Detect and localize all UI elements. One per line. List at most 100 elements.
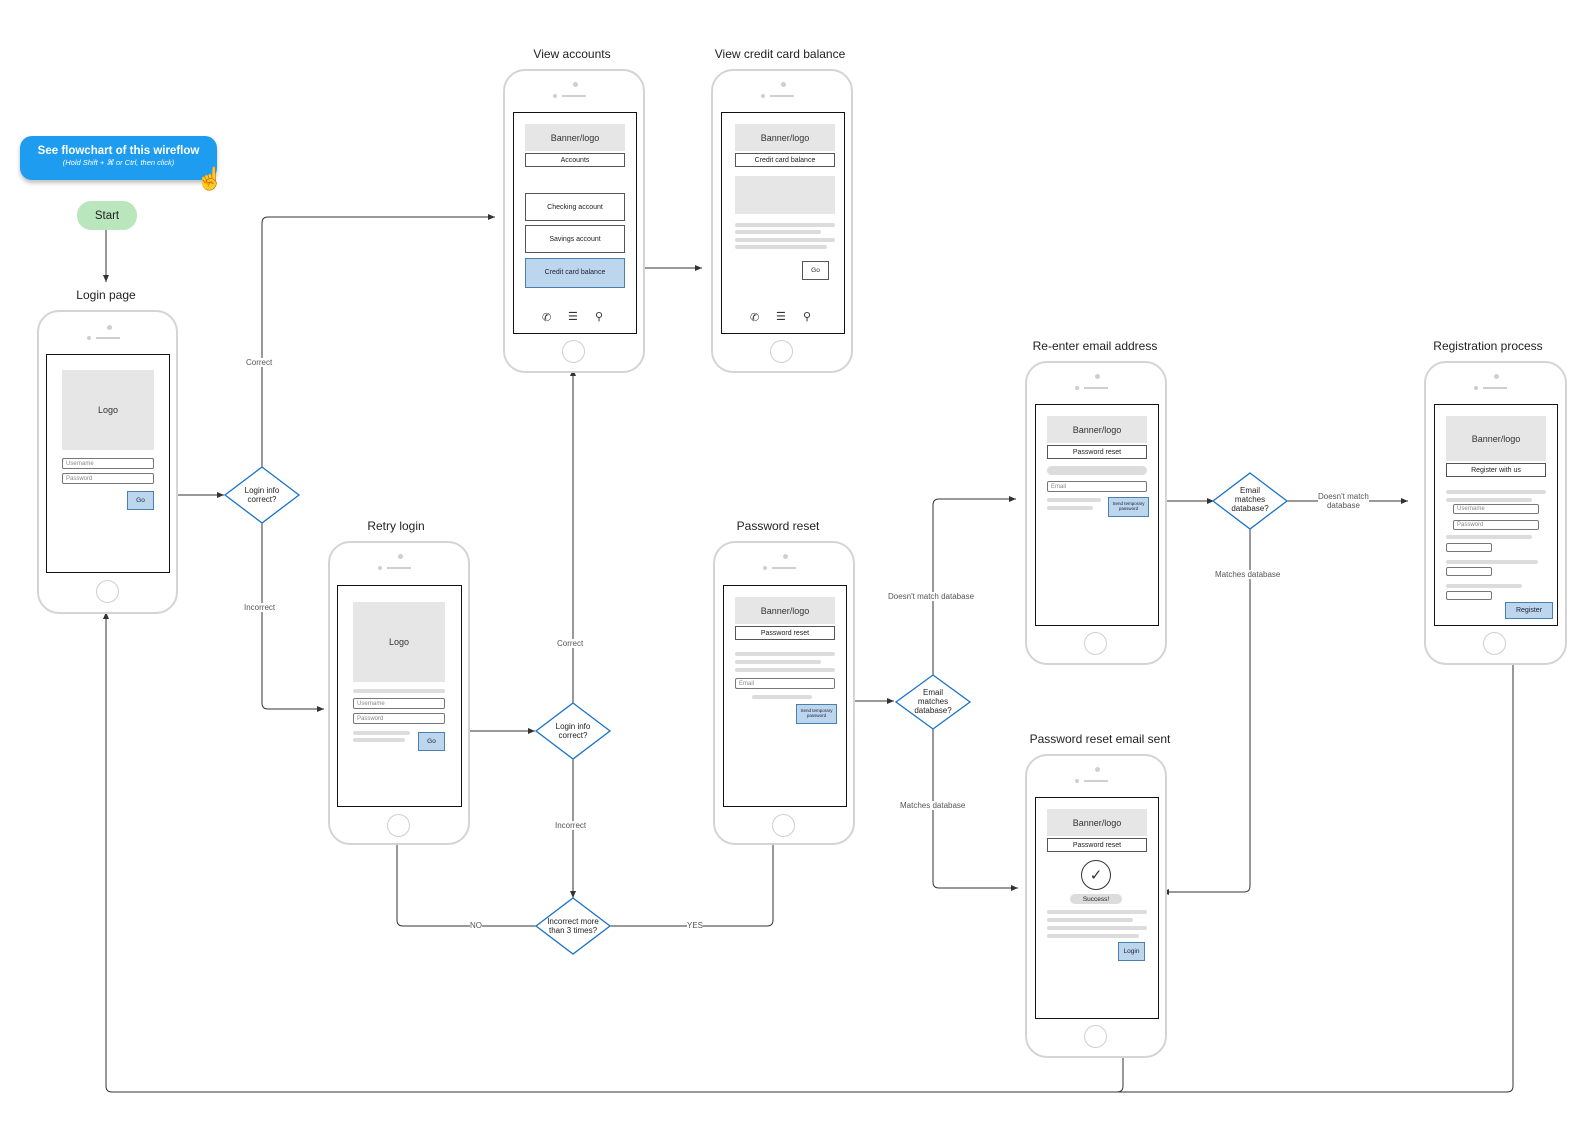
registration-field-5[interactable]: [1446, 591, 1492, 600]
reset-sent-title: Password reset email sent: [1029, 732, 1171, 746]
view-accounts-phone: Banner/logo Accounts Checking account Sa…: [503, 69, 645, 373]
decision-d3-shape: [534, 897, 612, 955]
phone-icon[interactable]: ✆: [750, 312, 760, 324]
reenter-email-header: Password reset: [1047, 445, 1147, 459]
login-password-field[interactable]: Password: [62, 473, 154, 484]
login-phone: Logo Username Password Go: [37, 310, 178, 614]
credit-balance-screen: Banner/logo Credit card balance Go ✆ ☰ ⚲: [721, 112, 845, 334]
decision-d2-text: Login info correct?: [555, 722, 591, 741]
registration-field-3[interactable]: [1446, 543, 1492, 552]
reenter-email-banner: Banner/logo: [1047, 416, 1147, 443]
retry-login-home-button: [387, 814, 410, 837]
credit-balance-image: [735, 176, 835, 214]
registration-field-4[interactable]: [1446, 567, 1492, 576]
credit-balance-go-button[interactable]: Go: [802, 261, 829, 280]
register-button[interactable]: Register: [1505, 602, 1553, 619]
password-reset-phone: Banner/logo Password reset Email Send te…: [713, 541, 855, 845]
reset-sent-banner: Banner/logo: [1047, 809, 1147, 836]
login-title: Login page: [76, 288, 136, 302]
flowchart-callout-button[interactable]: See flowchart of this wireflow (Hold Shi…: [20, 136, 217, 180]
password-reset-screen: Banner/logo Password reset Email Send te…: [723, 585, 847, 807]
reset-sent-home-button: [1084, 1025, 1107, 1048]
menu-icon[interactable]: ☰: [568, 311, 578, 323]
edge-label-match-1: Matches database: [900, 801, 966, 810]
reset-sent-header: Password reset: [1047, 838, 1147, 852]
callout-subtitle: (Hold Shift + ⌘ or Ctrl, then click): [62, 158, 175, 167]
edge-label-incorrect-2: Incorrect: [555, 821, 587, 830]
registration-home-button: [1483, 632, 1506, 655]
registration-phone: Banner/logo Register with us Username Pa…: [1424, 361, 1567, 665]
checking-account-button[interactable]: Checking account: [525, 193, 625, 221]
credit-balance-banner: Banner/logo: [735, 124, 835, 151]
credit-balance-title: View credit card balance: [714, 47, 846, 61]
edge-d1-correct: [261, 214, 495, 467]
edge-d4-nomatch: [932, 496, 1016, 675]
hand-cursor-icon: ☝: [196, 166, 224, 191]
password-reset-send-button[interactable]: Send temporary password: [796, 704, 837, 724]
edge-label-no: NO: [470, 921, 482, 930]
edge-label-nomatch-2: Doesn't match database: [1318, 492, 1369, 511]
decision-d1-text: Login info correct?: [244, 486, 280, 505]
edge-d3-yes: [609, 838, 776, 927]
view-accounts-header: Accounts: [525, 153, 625, 167]
reenter-email-home-button: [1084, 632, 1107, 655]
retry-password-field[interactable]: Password: [353, 713, 445, 724]
registration-password-field[interactable]: Password: [1453, 520, 1539, 530]
login-home-button: [96, 580, 119, 603]
retry-login-title: Retry login: [367, 519, 425, 533]
callout-title: See flowchart of this wireflow: [37, 145, 200, 157]
credit-balance-phone: Banner/logo Credit card balance Go ✆ ☰ ⚲: [711, 69, 853, 373]
decision-d5-text: Email matches database?: [1231, 486, 1269, 514]
registration-username-field[interactable]: Username: [1453, 504, 1539, 514]
credit-balance-header: Credit card balance: [735, 153, 835, 167]
reset-sent-login-button[interactable]: Login: [1118, 942, 1145, 961]
reenter-email-title: Re-enter email address: [1032, 339, 1158, 353]
edge-label-incorrect-1: Incorrect: [244, 603, 276, 612]
decision-d4-text: Email matches database?: [914, 688, 952, 716]
menu-icon[interactable]: ☰: [776, 311, 786, 323]
retry-username-field[interactable]: Username: [353, 698, 445, 709]
edge-label-match-2: Matches database: [1215, 570, 1281, 579]
password-reset-email-field[interactable]: Email: [735, 678, 835, 689]
view-accounts-screen: Banner/logo Accounts Checking account Sa…: [513, 112, 637, 334]
registration-header: Register with us: [1446, 463, 1546, 477]
reenter-email-screen: Banner/logo Password reset Email Send te…: [1035, 404, 1159, 626]
location-pin-icon[interactable]: ⚲: [595, 311, 604, 323]
edge-register-login: [1117, 612, 1514, 1093]
start-label: Start: [94, 209, 120, 222]
password-reset-title: Password reset: [736, 519, 820, 533]
edge-label-nomatch-1: Doesn't match database: [888, 592, 975, 601]
edge-label-correct-2: Correct: [557, 639, 584, 648]
retry-go-button[interactable]: Go: [418, 732, 445, 751]
decision-d4-shape: [894, 674, 972, 730]
edge-label-correct-1: Correct: [246, 358, 273, 367]
edge-d1-incorrect: [261, 523, 324, 712]
retry-login-phone: Logo Username Password Go: [328, 541, 470, 845]
phone-icon[interactable]: ✆: [542, 312, 552, 324]
reenter-email-send-button[interactable]: Send temporary password: [1108, 497, 1149, 517]
credit-card-balance-button[interactable]: Credit card balance: [525, 258, 625, 288]
edge-d4-match: [932, 729, 1018, 891]
registration-screen: Banner/logo Register with us Username Pa…: [1434, 404, 1558, 626]
location-pin-icon[interactable]: ⚲: [803, 311, 812, 323]
checkmark-icon: ✓: [1081, 860, 1111, 890]
retry-login-logo: Logo: [353, 602, 445, 682]
login-username-field[interactable]: Username: [62, 458, 154, 469]
reset-sent-phone: Banner/logo Password reset ✓ Success! Lo…: [1025, 754, 1167, 1058]
decision-d1-shape: [223, 466, 301, 524]
password-reset-banner: Banner/logo: [735, 597, 835, 624]
reenter-email-phone: Banner/logo Password reset Email Send te…: [1025, 361, 1167, 665]
savings-account-button[interactable]: Savings account: [525, 225, 625, 253]
decision-d3-text: Incorrect more than 3 times?: [547, 917, 599, 936]
password-reset-home-button: [772, 814, 795, 837]
credit-balance-home-button: [770, 340, 793, 363]
registration-title: Registration process: [1433, 339, 1543, 353]
view-accounts-banner: Banner/logo: [525, 124, 625, 151]
edge-label-yes: YES: [687, 921, 704, 930]
login-go-button[interactable]: Go: [127, 491, 154, 510]
login-logo: Logo: [62, 370, 154, 450]
reenter-email-field[interactable]: Email: [1047, 481, 1147, 492]
decision-d2-shape: [534, 702, 612, 760]
